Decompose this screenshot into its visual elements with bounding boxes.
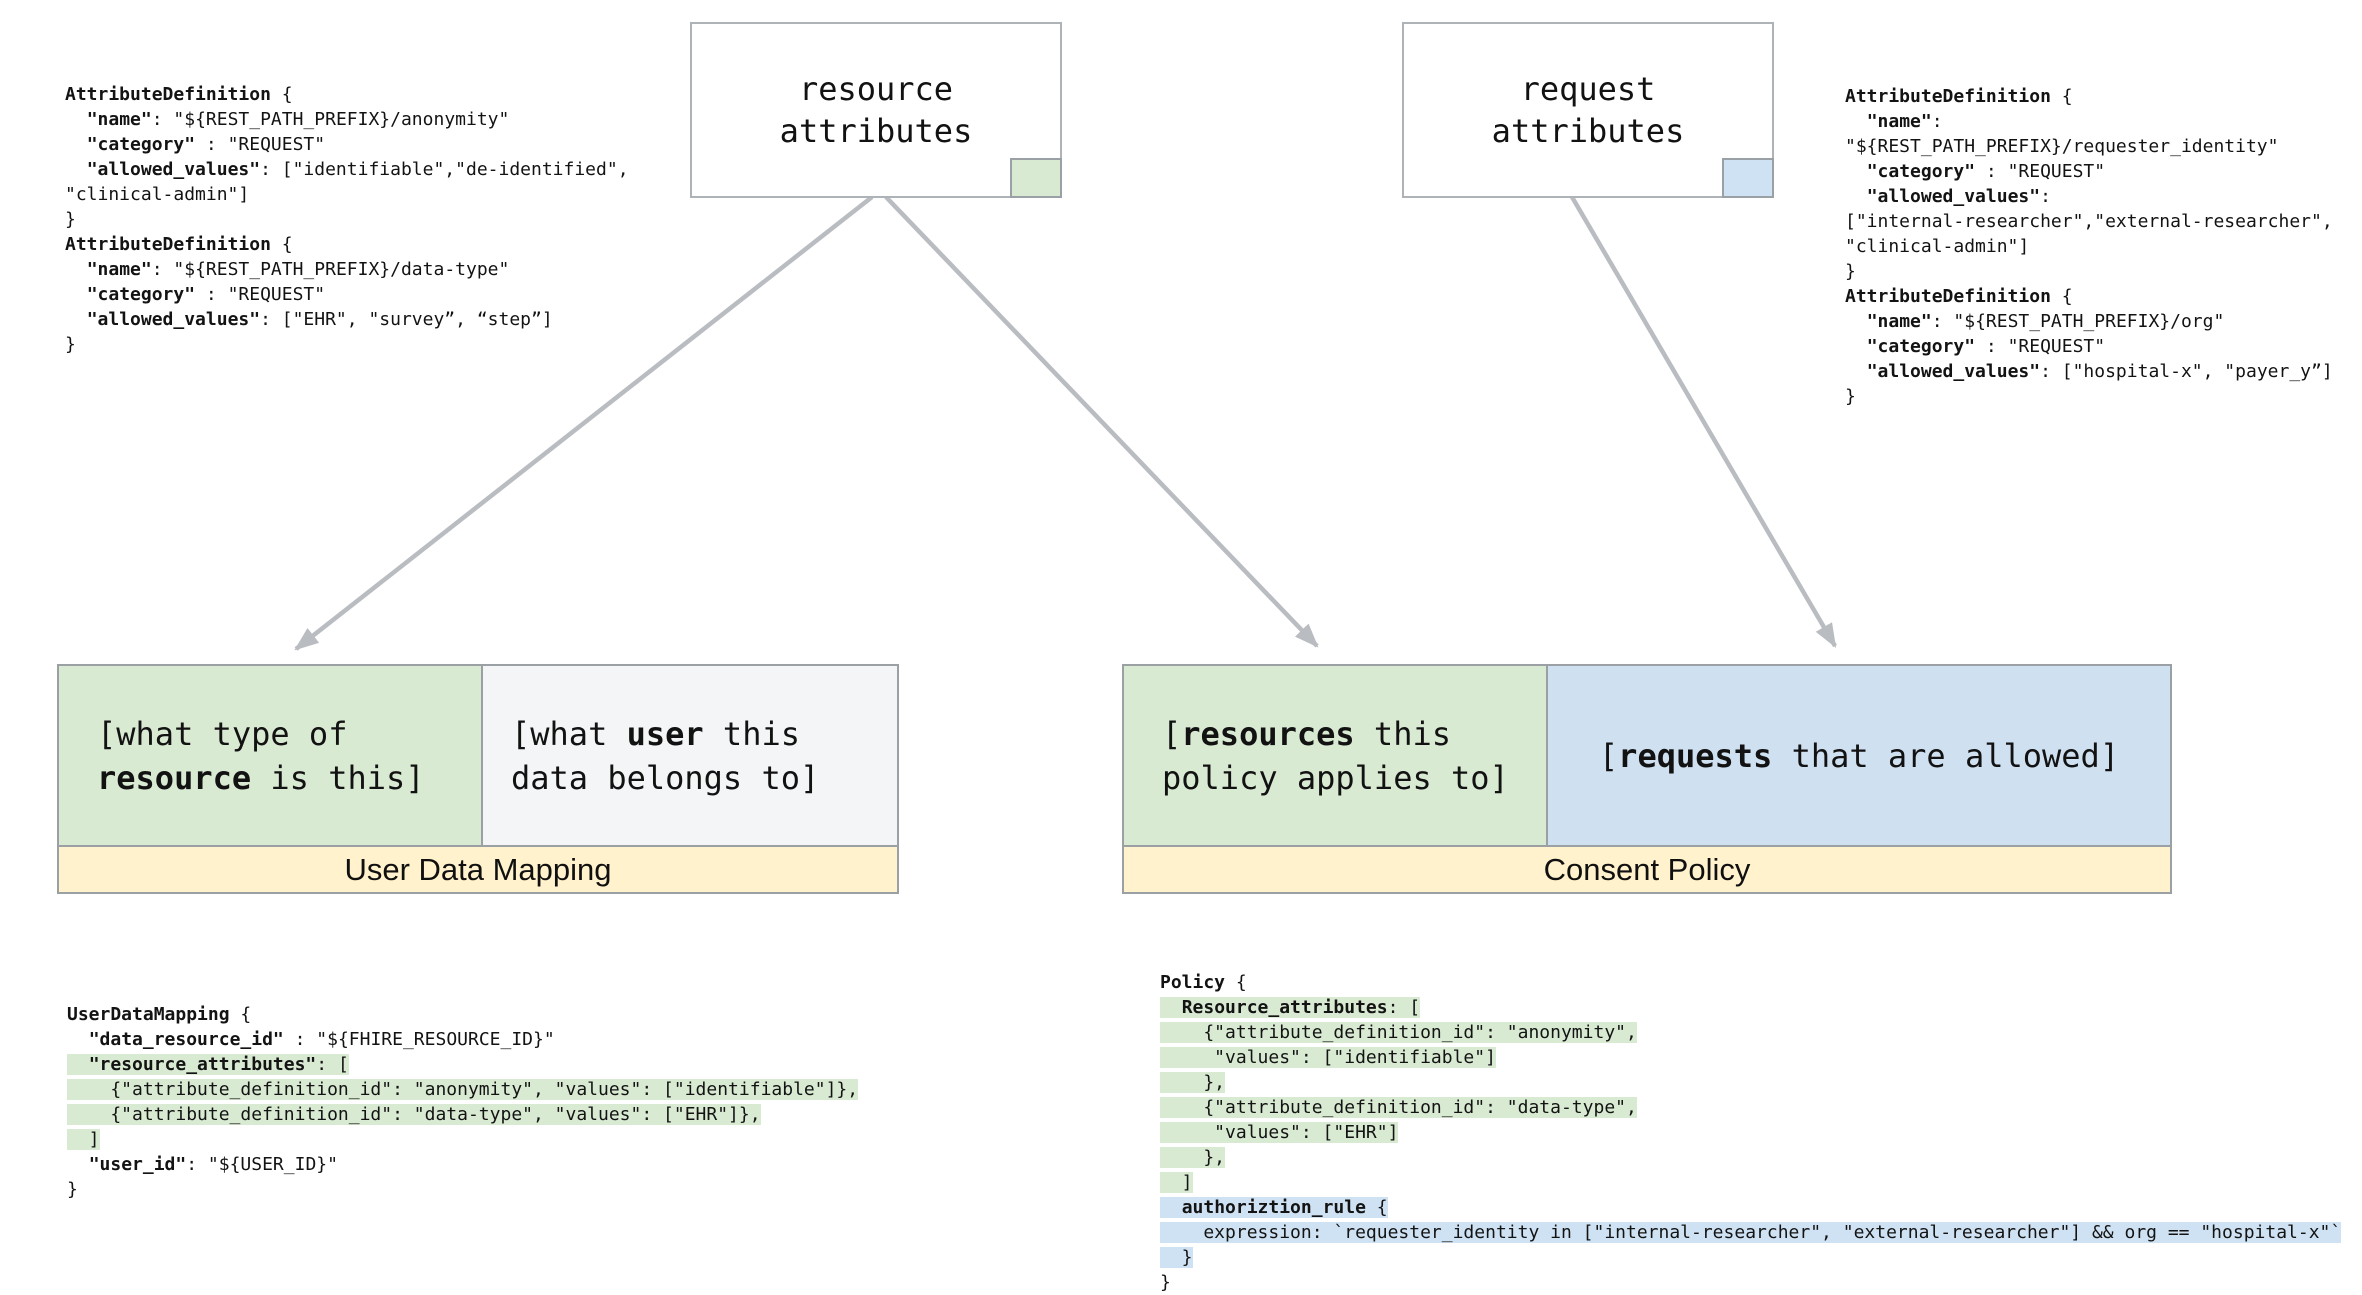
user-data-mapping-box: [what type of resource is this] [what us… xyxy=(57,664,899,894)
user-data-mapping-label: User Data Mapping xyxy=(59,845,897,892)
consent-policy-label: Consent Policy xyxy=(1124,845,2170,892)
resource-color-chip xyxy=(1010,158,1062,198)
arrow-request-to-consent-policy xyxy=(1570,195,1837,648)
resource-attributes-title: resource attributes xyxy=(779,70,973,150)
udm-user-cell: [what user this data belongs to] xyxy=(483,666,897,845)
cp-requests-cell: [requests that are allowed] xyxy=(1548,666,2170,845)
consent-policy-box: [resources this policy applies to] [requ… xyxy=(1122,664,2172,894)
request-color-chip xyxy=(1722,158,1774,198)
request-attributes-box: request attributes xyxy=(1402,22,1774,198)
request-attributes-title: request attributes xyxy=(1491,70,1685,150)
cp-resources-cell: [resources this policy applies to] xyxy=(1124,666,1548,845)
attribute-definition-code-request: AttributeDefinition { "name":"${REST_PAT… xyxy=(1845,86,2333,407)
user-data-mapping-code: UserDataMapping { "data_resource_id" : "… xyxy=(67,1004,859,1200)
arrow-resource-to-consent-policy xyxy=(884,195,1319,648)
policy-code: Policy { Resource_attributes: [ {"attrib… xyxy=(1160,972,2342,1293)
resource-attributes-box: resource attributes xyxy=(690,22,1062,198)
udm-resource-type-cell: [what type of resource is this] xyxy=(59,666,483,845)
attribute-definition-code-resource: AttributeDefinition { "name": "${REST_PA… xyxy=(65,84,629,355)
